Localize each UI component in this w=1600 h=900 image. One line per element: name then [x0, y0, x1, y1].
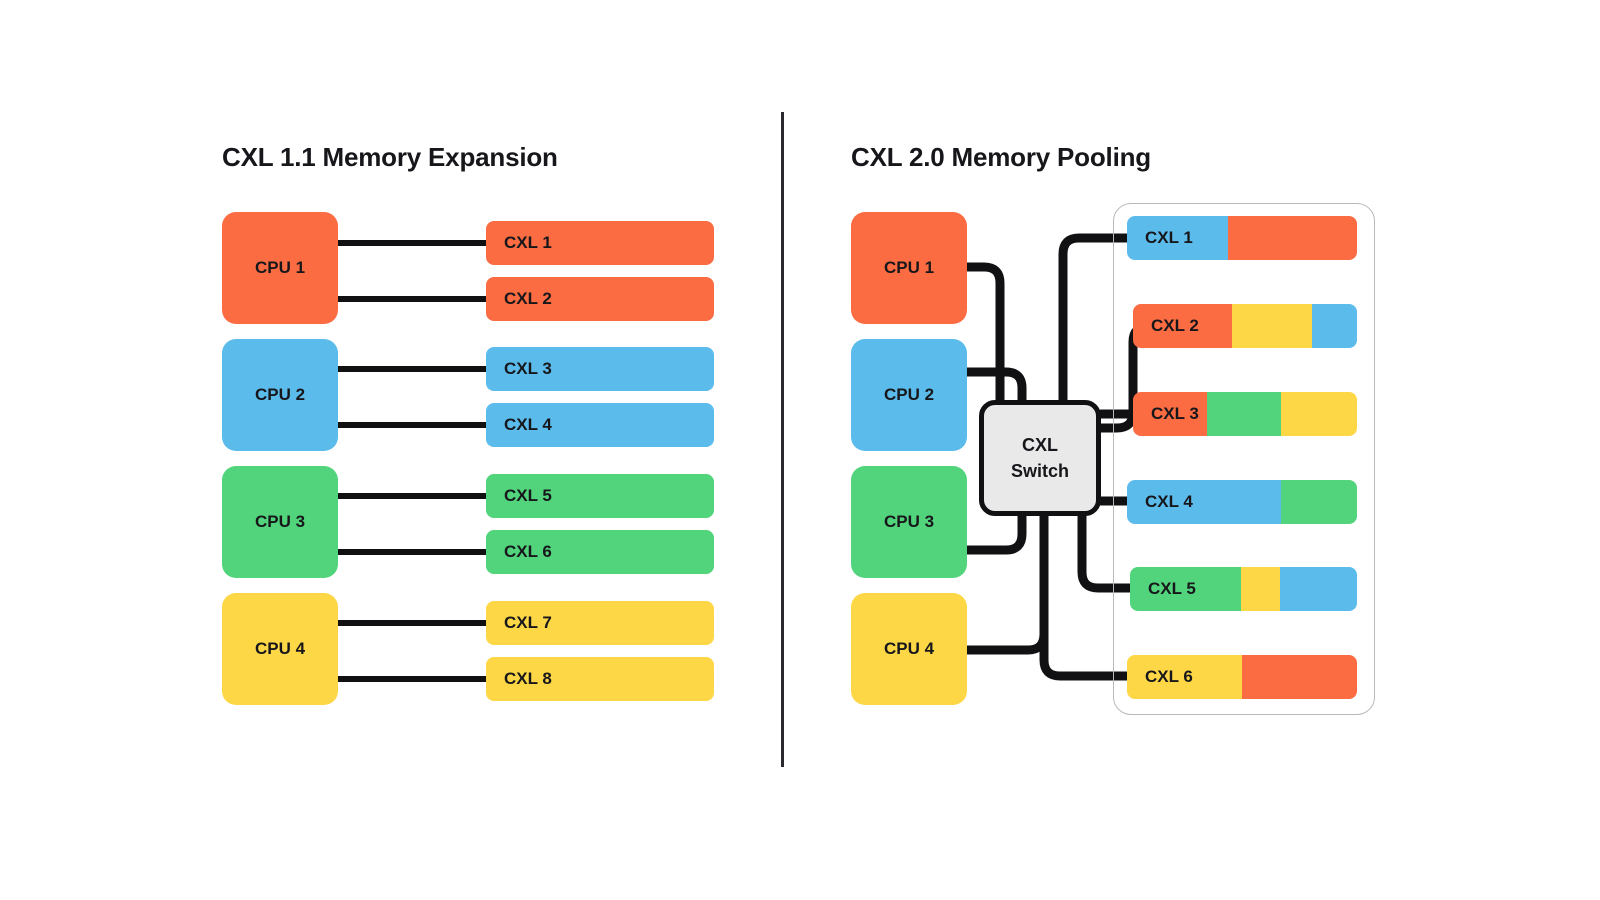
pool-segment-2-1 [1133, 304, 1232, 348]
pool-segment-3-1 [1133, 392, 1207, 436]
right-cpu-box-3[interactable]: CPU 3 [851, 466, 967, 578]
pool-segment-2-3 [1312, 304, 1357, 348]
wire-cpu2-switch [962, 367, 1027, 405]
left-link-cpu3-cxl6 [338, 549, 490, 555]
left-cpu-label-2: CPU 2 [254, 385, 306, 404]
pool-memory-bar-3[interactable]: CXL 3 [1133, 392, 1357, 436]
left-panel-title: CXL 1.1 Memory Expansion [222, 142, 558, 172]
pool-segment-1-1 [1127, 216, 1229, 260]
left-memory-label-7: CXL 7 [504, 613, 552, 632]
cxl-switch-box[interactable]: CXL Switch [979, 400, 1101, 516]
left-link-cpu4-cxl8 [338, 676, 490, 682]
right-cpu-box-1[interactable]: CPU 1 [851, 212, 967, 324]
left-cpu-box-3[interactable]: CPU 3 [222, 466, 338, 578]
left-memory-bar-3[interactable]: CXL 3 [486, 347, 714, 391]
left-link-cpu3-cxl5 [338, 493, 490, 499]
cxl-switch-label-line1: CXL [1022, 434, 1058, 455]
wire-cpu1-switch [962, 262, 1005, 405]
left-cpu-box-1[interactable]: CPU 1 [222, 212, 338, 324]
pool-memory-bar-2[interactable]: CXL 2 [1133, 304, 1357, 348]
right-cpu-box-2[interactable]: CPU 2 [851, 339, 967, 451]
right-cpu-label-4: CPU 4 [883, 639, 935, 658]
left-link-cpu1-cxl2 [338, 296, 490, 302]
wire-cpu3-switch [962, 511, 1027, 555]
left-cpu-label-1: CPU 1 [254, 258, 306, 277]
right-cpu-box-4[interactable]: CPU 4 [851, 593, 967, 705]
left-link-cpu2-cxl3 [338, 366, 490, 372]
left-memory-label-5: CXL 5 [504, 486, 552, 505]
left-memory-label-8: CXL 8 [504, 669, 552, 688]
left-memory-bar-5[interactable]: CXL 5 [486, 474, 714, 518]
pool-segment-4-1 [1127, 480, 1282, 524]
right-cpu-label-3: CPU 3 [883, 512, 935, 531]
pool-memory-bar-5[interactable]: CXL 5 [1130, 567, 1357, 611]
memory-pool-container [1113, 203, 1375, 715]
pool-segment-6-2 [1242, 655, 1357, 699]
left-memory-label-6: CXL 6 [504, 542, 552, 561]
cxl-switch-label-line2: Switch [1010, 461, 1069, 481]
left-link-cpu2-cxl4 [338, 422, 490, 428]
pool-segment-3-2 [1206, 392, 1281, 436]
left-cpu-label-3: CPU 3 [254, 512, 306, 531]
left-memory-label-3: CXL 3 [504, 359, 552, 378]
pool-memory-bar-1[interactable]: CXL 1 [1127, 216, 1357, 260]
left-memory-bar-8[interactable]: CXL 8 [486, 657, 714, 701]
left-memory-bar-7[interactable]: CXL 7 [486, 601, 714, 645]
pool-segment-1-2 [1228, 216, 1357, 260]
left-memory-bar-2[interactable]: CXL 2 [486, 277, 714, 321]
pool-segment-2-2 [1231, 304, 1313, 348]
left-cpu-box-4[interactable]: CPU 4 [222, 593, 338, 705]
left-link-cpu1-cxl1 [338, 240, 490, 246]
right-panel-title: CXL 2.0 Memory Pooling [851, 142, 1151, 172]
left-memory-label-4: CXL 4 [504, 415, 552, 434]
pool-memory-bar-4[interactable]: CXL 4 [1127, 480, 1357, 524]
pool-segment-5-2 [1241, 567, 1280, 611]
left-link-cpu4-cxl7 [338, 620, 490, 626]
right-cpu-label-2: CPU 2 [883, 385, 935, 404]
left-memory-bar-6[interactable]: CXL 6 [486, 530, 714, 574]
panel-divider [781, 112, 784, 767]
wire-cpu4-switch [962, 511, 1049, 655]
pool-segment-4-2 [1281, 480, 1357, 524]
left-memory-label-1: CXL 1 [504, 233, 552, 252]
pool-segment-5-1 [1130, 567, 1242, 611]
right-cpu-label-1: CPU 1 [883, 258, 935, 277]
pool-segment-6-1 [1127, 655, 1242, 699]
left-memory-label-2: CXL 2 [504, 289, 552, 308]
left-memory-bar-1[interactable]: CXL 1 [486, 221, 714, 265]
left-memory-bar-4[interactable]: CXL 4 [486, 403, 714, 447]
left-cpu-label-4: CPU 4 [254, 639, 306, 658]
pool-memory-bar-6[interactable]: CXL 6 [1127, 655, 1357, 699]
pool-segment-5-3 [1279, 567, 1357, 611]
left-cpu-box-2[interactable]: CPU 2 [222, 339, 338, 451]
pool-segment-3-3 [1280, 392, 1357, 436]
